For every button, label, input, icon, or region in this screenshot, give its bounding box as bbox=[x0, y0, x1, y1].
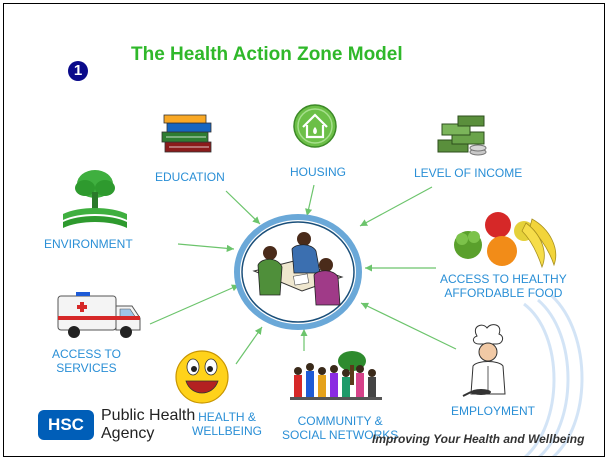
label-education: EDUCATION bbox=[155, 170, 225, 184]
arrow-education bbox=[225, 190, 261, 225]
center-people-icon bbox=[234, 214, 362, 330]
arrow-housing bbox=[305, 184, 315, 217]
slide-title: The Health Action Zone Model bbox=[131, 44, 403, 65]
arrow-income bbox=[359, 186, 433, 227]
arrow-services bbox=[149, 284, 240, 325]
chef-icon bbox=[462, 324, 506, 397]
label-community-line2: SOCIAL NETWORKS bbox=[282, 428, 399, 442]
slide-number-badge: 1 bbox=[68, 61, 88, 81]
label-employment: EMPLOYMENT bbox=[451, 404, 536, 418]
org-name-line2: Agency bbox=[101, 425, 155, 442]
money-icon bbox=[437, 115, 487, 156]
arrow-health bbox=[235, 326, 263, 365]
tree-icon bbox=[63, 170, 127, 228]
arrow-employment bbox=[360, 302, 457, 350]
label-health: HEALTH & WELLBEING bbox=[192, 410, 262, 438]
label-income: LEVEL OF INCOME bbox=[414, 166, 523, 180]
arrow-environment bbox=[177, 243, 235, 252]
label-food: ACCESS TO HEALTHY AFFORDABLE FOOD bbox=[440, 272, 567, 300]
label-food-line1: ACCESS TO HEALTHY bbox=[440, 272, 567, 286]
community-icon bbox=[290, 351, 382, 400]
label-health-line1: HEALTH & bbox=[198, 410, 256, 424]
label-environment: ENVIRONMENT bbox=[44, 237, 133, 251]
smiley-icon bbox=[175, 350, 229, 404]
hsc-logo: HSC bbox=[38, 410, 94, 440]
tagline: Improving Your Health and Wellbeing bbox=[372, 432, 585, 446]
label-food-line2: AFFORDABLE FOOD bbox=[444, 286, 563, 300]
books-icon bbox=[161, 114, 212, 153]
org-name-line1: Public Health bbox=[101, 407, 196, 424]
label-community: COMMUNITY & SOCIAL NETWORKS bbox=[282, 414, 398, 442]
label-services-line1: ACCESS TO bbox=[52, 347, 121, 361]
fruit-icon bbox=[454, 212, 557, 269]
label-services-line2: SERVICES bbox=[56, 361, 117, 375]
label-community-line1: COMMUNITY & bbox=[297, 414, 383, 428]
slide: 1 The Health Action Zone Model bbox=[3, 3, 605, 457]
ambulance-icon bbox=[57, 292, 141, 338]
label-housing: HOUSING bbox=[290, 165, 347, 179]
label-health-line2: WELLBEING bbox=[192, 424, 263, 438]
label-services: ACCESS TO SERVICES bbox=[52, 347, 121, 375]
house-icon bbox=[293, 104, 337, 148]
arrows-layer bbox=[149, 184, 584, 456]
